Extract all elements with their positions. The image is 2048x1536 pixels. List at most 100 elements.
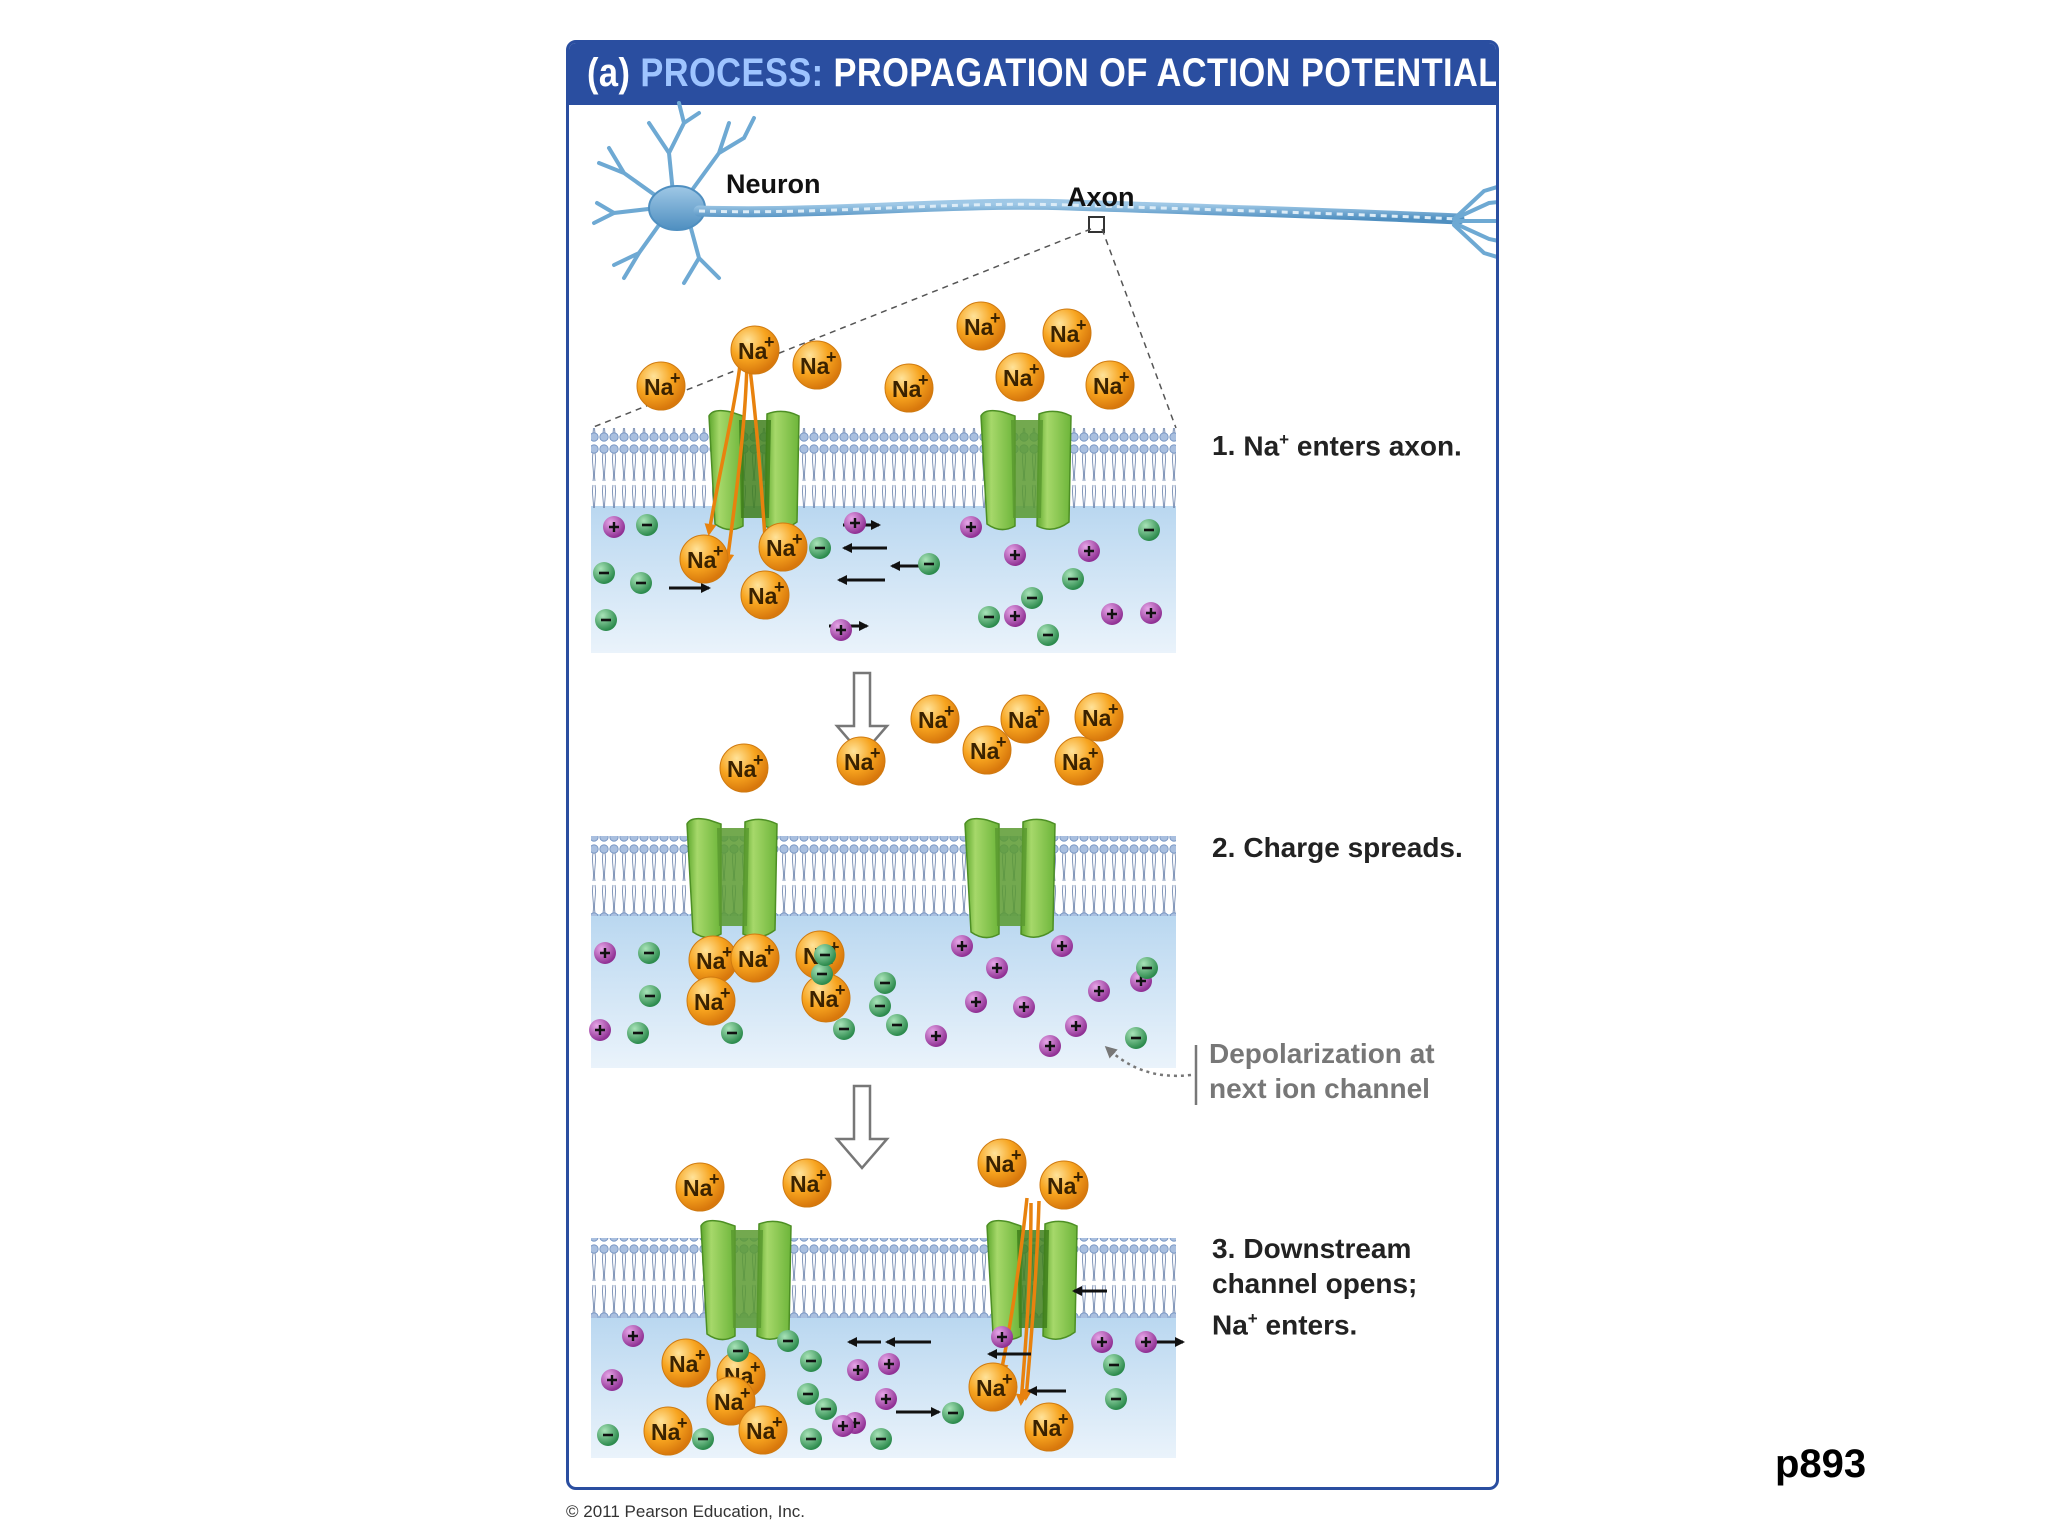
- sodium-ion-charge: +: [996, 732, 1007, 752]
- sodium-ion-charge: +: [826, 347, 837, 367]
- sodium-ion-charge: +: [772, 1412, 783, 1432]
- sodium-ion-label: Na: [738, 946, 768, 972]
- sodium-ion: Na+: [730, 933, 780, 983]
- sodium-ion: Na+: [836, 736, 886, 786]
- sodium-ion-charge: +: [835, 980, 846, 1000]
- negative-ion: [639, 985, 661, 1007]
- sodium-ion-charge: +: [1088, 743, 1099, 763]
- title-rest: PROPAGATION OF ACTION POTENTIAL: [833, 51, 1499, 95]
- axon-label: Axon: [1067, 182, 1135, 212]
- copyright-notice: © 2011 Pearson Education, Inc.: [566, 1502, 806, 1521]
- sodium-ion: Na+: [686, 976, 736, 1026]
- sodium-ion: Na+: [968, 1362, 1018, 1412]
- sodium-channel-closed: [964, 817, 1056, 939]
- step-2-text: Charge spreads.: [1243, 832, 1463, 863]
- negative-ion: [692, 1428, 714, 1450]
- sodium-ion-label: Na: [1050, 321, 1080, 347]
- title-bar: (a) PROCESS: PROPAGATION OF ACTION POTEN…: [569, 43, 1496, 105]
- sodium-ion: Na+: [1024, 1402, 1074, 1452]
- step-3-line-2: channel opens;: [1212, 1268, 1418, 1299]
- sodium-ion-charge: +: [1119, 367, 1130, 387]
- sodium-ion: Na+: [1074, 692, 1124, 742]
- positive-ion: [875, 1388, 897, 1410]
- sodium-ion-label: Na: [748, 583, 778, 609]
- sodium-ion: Na+: [956, 301, 1006, 351]
- sodium-ion-charge: +: [918, 370, 929, 390]
- action-potential-diagram: Neuron Axon Na+Na+Na+Na+Na+Na+Na+Na+Na+N…: [589, 101, 1496, 1458]
- sodium-ion: Na+: [636, 361, 686, 411]
- sodium-ion-label: Na: [669, 1351, 699, 1377]
- sodium-ion-charge: +: [695, 1345, 706, 1365]
- sodium-ion: Na+: [706, 1376, 756, 1426]
- sodium-ion-charge: +: [670, 368, 681, 388]
- positive-ion: [1004, 605, 1026, 627]
- sodium-ion-label: Na: [683, 1175, 713, 1201]
- callout-line-1: Depolarization at: [1209, 1038, 1435, 1069]
- sodium-ion-charge: +: [792, 529, 803, 549]
- flow-arrows: [669, 357, 1185, 1417]
- negative-ion: [597, 1424, 619, 1446]
- lipid-bilayer: [591, 1238, 1176, 1318]
- sodium-ion-label: Na: [918, 707, 948, 733]
- sodium-ion-label: Na: [1032, 1415, 1062, 1441]
- negative-ion: [1125, 1027, 1147, 1049]
- positive-ion: [1051, 935, 1073, 957]
- positive-ion: [847, 1359, 869, 1381]
- step-1-label: 1.Na+ enters axon.: [1212, 422, 1462, 463]
- membrane-panels: [591, 409, 1176, 1458]
- sodium-ion-label: Na: [738, 338, 768, 364]
- negative-ion: [1103, 1354, 1125, 1376]
- positive-ion: [622, 1325, 644, 1347]
- negative-ion: [627, 1022, 649, 1044]
- sodium-ion: Na+: [1039, 1160, 1089, 1210]
- negative-ion: [727, 1340, 749, 1362]
- positive-ion: [594, 942, 616, 964]
- sodium-ion-charge: +: [722, 942, 733, 962]
- negative-ion: [595, 609, 617, 631]
- positive-ion: [1135, 1331, 1157, 1353]
- sodium-ion-label: Na: [746, 1418, 776, 1444]
- negative-ion: [809, 537, 831, 559]
- sodium-ion-label: Na: [696, 948, 726, 974]
- neuron-illustration: Neuron Axon: [590, 101, 1496, 429]
- sodium-ion-charge: +: [764, 332, 775, 352]
- positive-ion: [830, 619, 852, 641]
- positive-ion: [1088, 980, 1110, 1002]
- negative-ion: [833, 1018, 855, 1040]
- sodium-ion: Na+: [1054, 736, 1104, 786]
- positive-ion: [1013, 996, 1035, 1018]
- negative-ion: [797, 1383, 819, 1405]
- step-3-line-3-after: enters.: [1257, 1309, 1358, 1341]
- positive-ion: [1101, 603, 1123, 625]
- sodium-influx-arrow: [1020, 1200, 1041, 1401]
- sodium-ion-charge: +: [1029, 359, 1040, 379]
- sodium-ion: Na+: [910, 694, 960, 744]
- negative-ion: [874, 972, 896, 994]
- positive-ion: [601, 1369, 623, 1391]
- sodium-ion-label: Na: [1008, 707, 1038, 733]
- sodium-ion-charge: +: [816, 1165, 827, 1185]
- sodium-ion-label: Na: [844, 749, 874, 775]
- step-1-text-after: enters axon.: [1289, 430, 1462, 462]
- sodium-ion-label: Na: [714, 1389, 744, 1415]
- sodium-ion-charge: +: [1058, 1409, 1069, 1429]
- sodium-ion-label: Na: [809, 986, 839, 1012]
- negative-ion: [777, 1330, 799, 1352]
- sodium-ion-charge: +: [709, 1169, 720, 1189]
- negative-ion: [1138, 519, 1160, 541]
- sodium-ion-label: Na: [644, 374, 674, 400]
- negative-ion: [1021, 587, 1043, 609]
- sodium-ion: Na+: [758, 522, 808, 572]
- negative-ion: [638, 942, 660, 964]
- step-arrow-1: [834, 671, 890, 757]
- sodium-ion-label: Na: [687, 547, 717, 573]
- positive-ion: [1091, 1331, 1113, 1353]
- sodium-ion: Na+: [679, 534, 729, 584]
- sodium-ion-label: Na: [790, 1171, 820, 1197]
- depolarization-callout: Depolarization at next ion channel: [1209, 1036, 1435, 1106]
- sodium-ion-charge: +: [720, 983, 731, 1003]
- positive-ion: [1140, 602, 1162, 624]
- sodium-ion: Na+: [782, 1158, 832, 1208]
- sodium-ion-charge: +: [677, 1413, 688, 1433]
- sodium-ion-charge: +: [774, 577, 785, 597]
